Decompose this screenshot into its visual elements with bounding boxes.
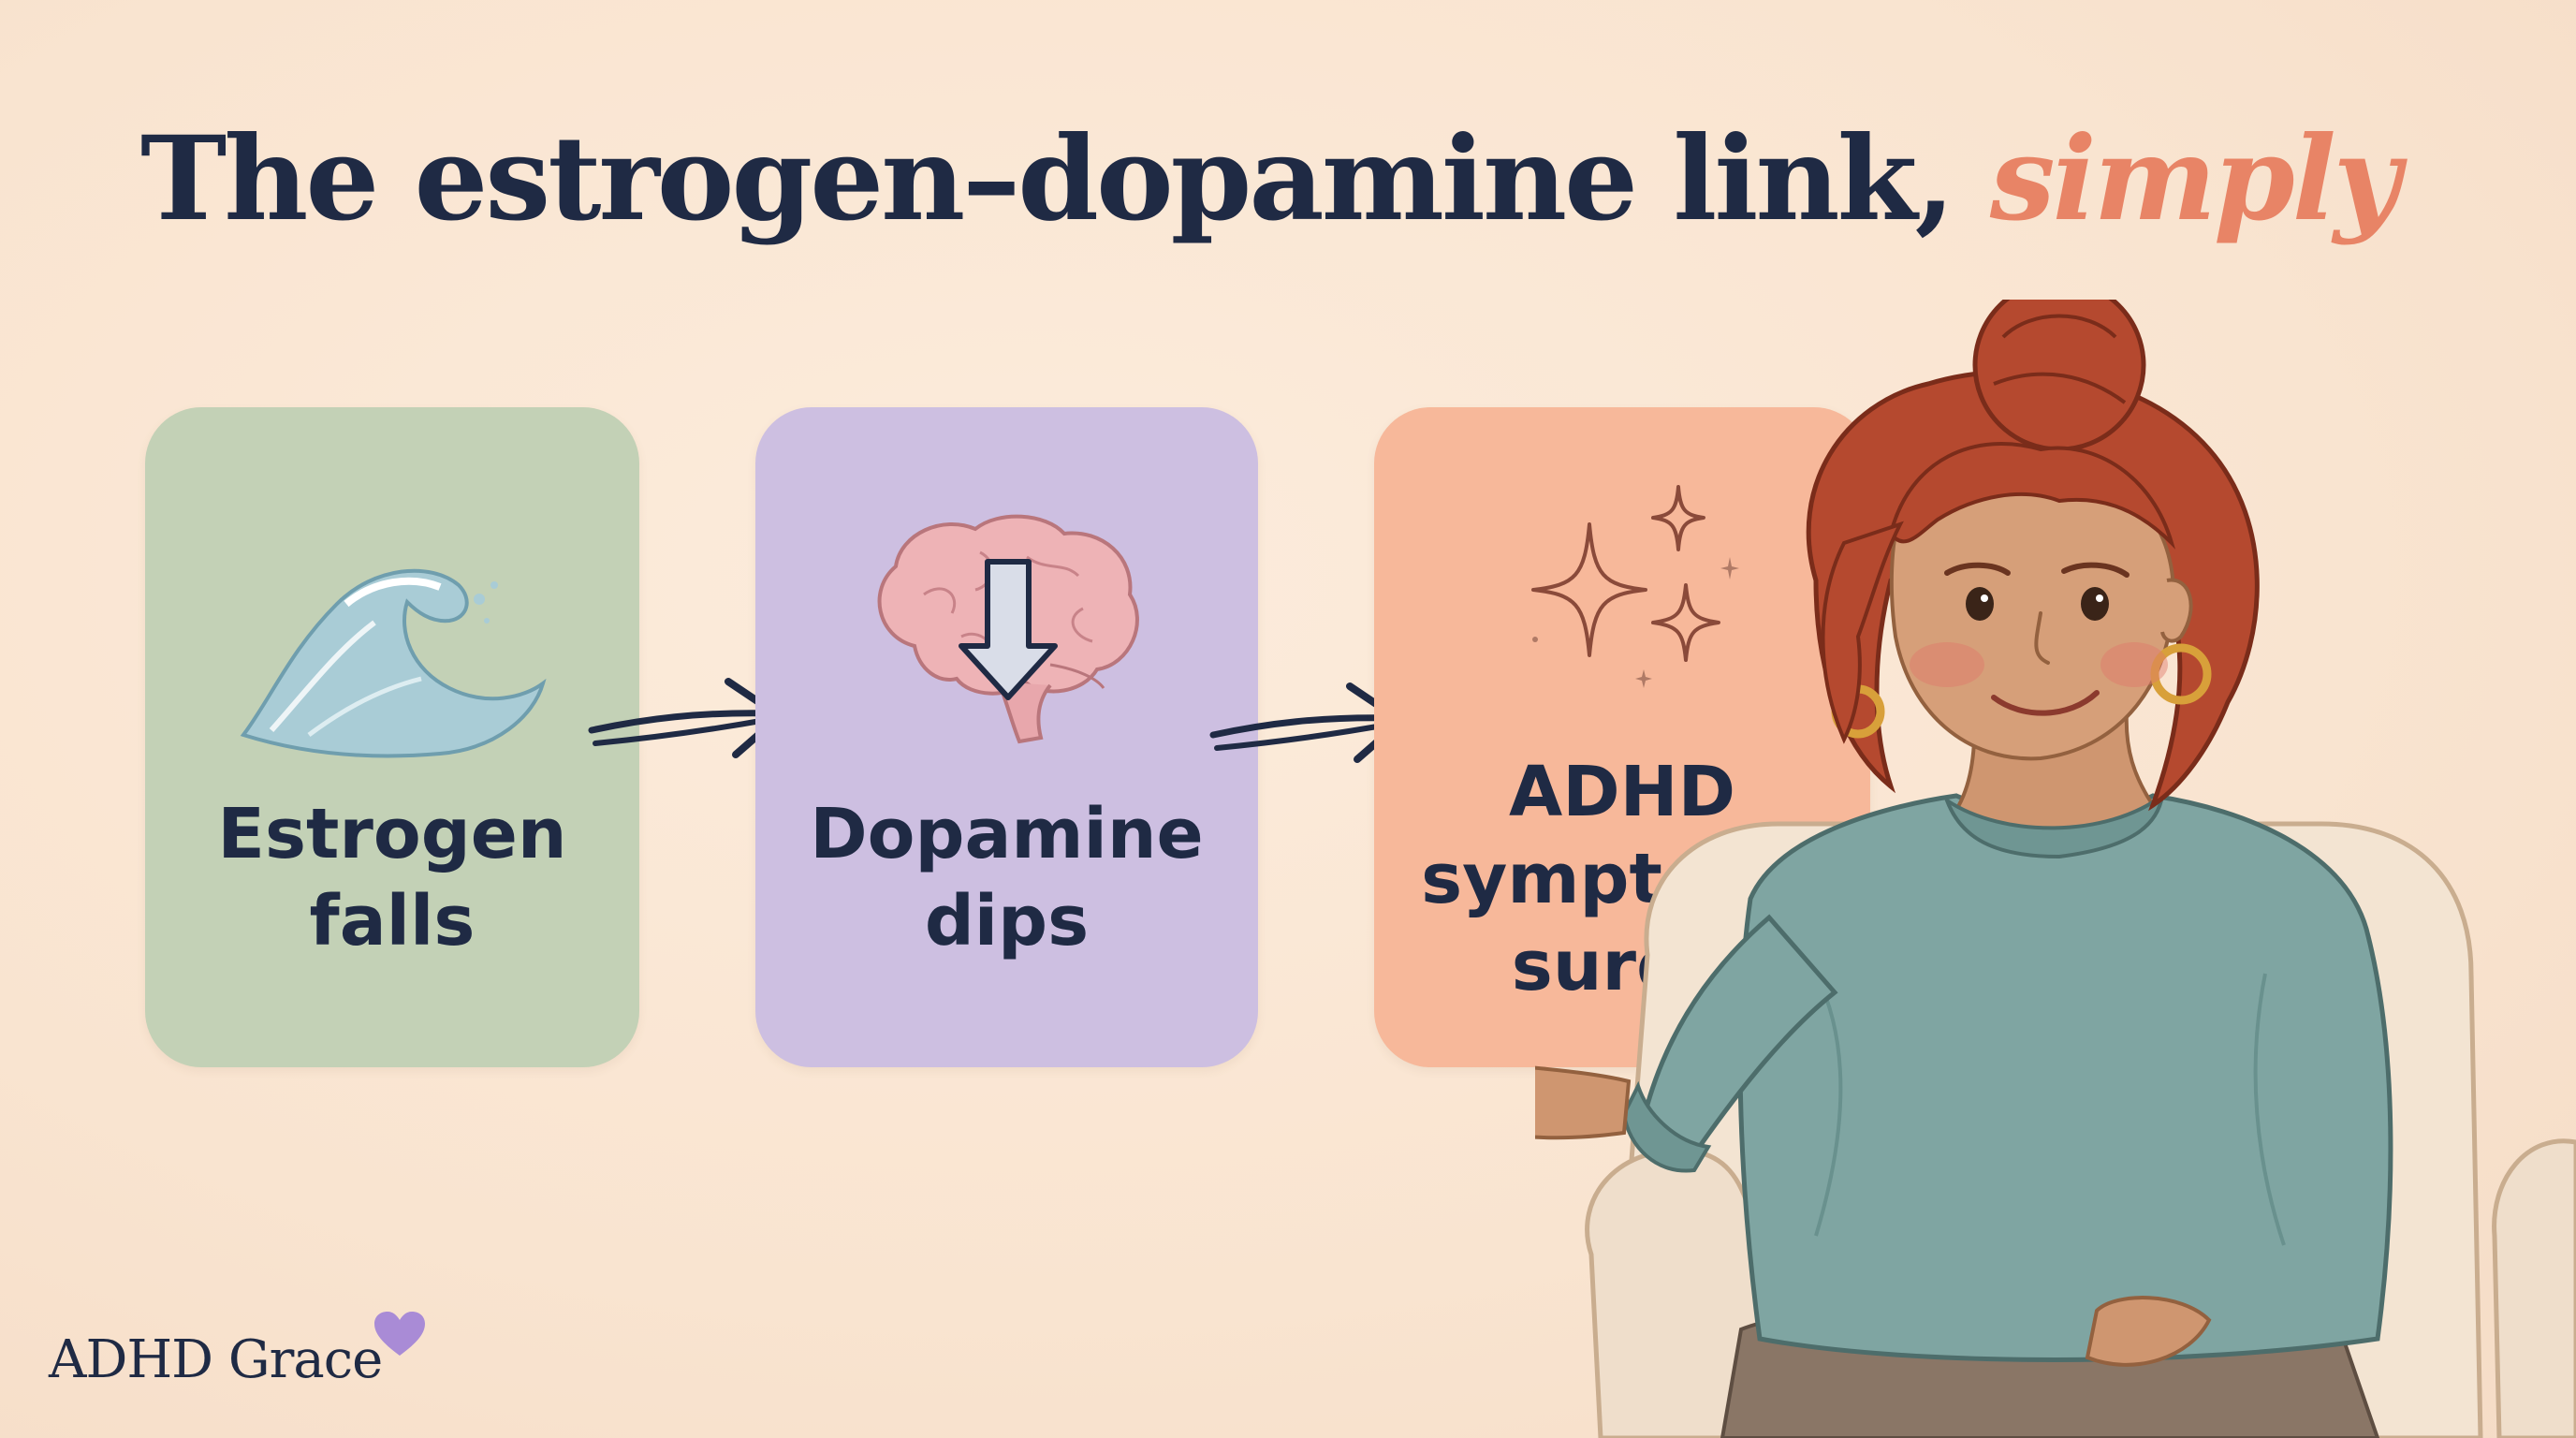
heart-icon [374, 1312, 425, 1356]
brain-down-arrow-icon [877, 514, 1139, 744]
step-label-dopamine: Dopamine dips [810, 794, 1204, 962]
step-card-dopamine: Dopamine dips [755, 407, 1258, 1067]
title-accent: simply [1989, 111, 2401, 247]
brand-name: ADHD Grace [49, 1329, 383, 1390]
title-main: The estrogen–dopamine link, [140, 111, 1955, 247]
wave-icon [240, 568, 547, 758]
page-title: The estrogen–dopamine link, simply [140, 110, 2481, 250]
sparkles-icon [1531, 485, 1739, 688]
woman-illustration [1535, 300, 2576, 1438]
step-card-estrogen: Estrogen falls [145, 407, 639, 1067]
step-label-estrogen: Estrogen falls [217, 794, 567, 962]
